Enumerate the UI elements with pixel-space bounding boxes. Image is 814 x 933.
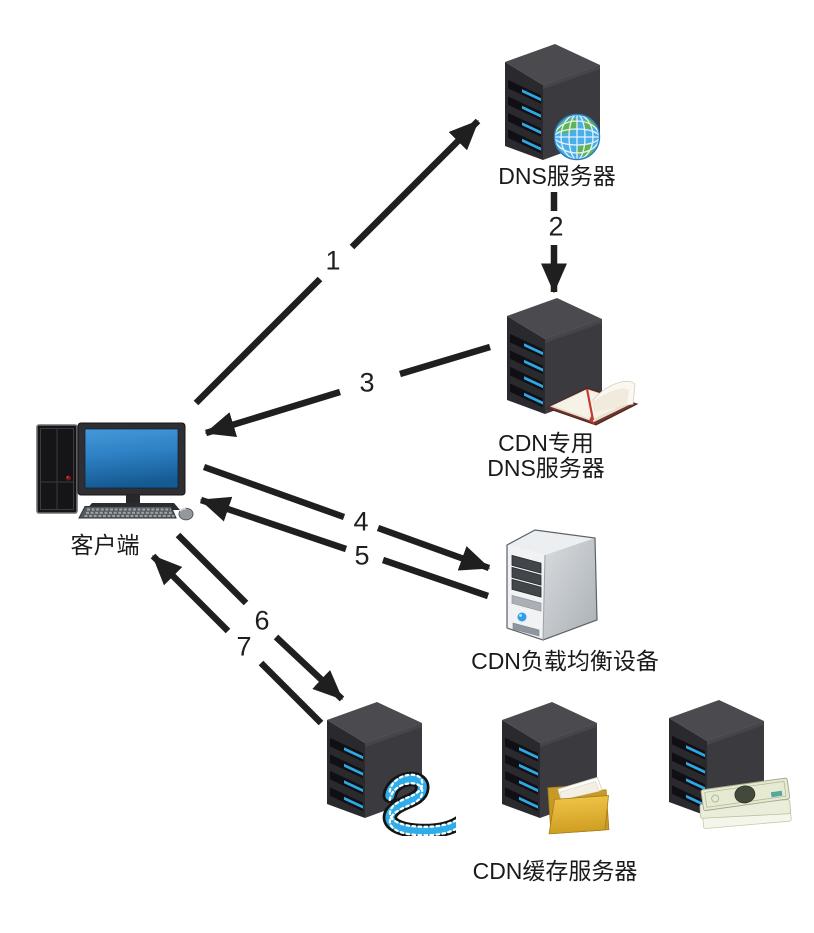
cache-server-video-icon — [327, 702, 456, 836]
load-balancer-icon — [506, 529, 598, 641]
arrow-step-4 — [202, 463, 491, 572]
arrow-step-7 — [150, 553, 324, 726]
dns-server-label: DNS服务器 — [498, 163, 616, 189]
step-label-1: 1 — [325, 245, 341, 276]
step-label-4: 4 — [353, 506, 369, 537]
cache-server-money-icon — [669, 700, 792, 829]
step-label-7: 7 — [236, 631, 252, 662]
step-label-2: 2 — [548, 211, 564, 242]
pc-monitor-icon — [77, 422, 186, 510]
arrow-step-5 — [199, 496, 490, 600]
arrow-step-1 — [193, 118, 481, 406]
cdn-dns-server-label: CDN专用 DNS服务器 — [446, 431, 646, 480]
book-icon — [545, 380, 639, 426]
money-icon — [699, 777, 792, 829]
cache-server-label: CDN缓存服务器 — [472, 858, 638, 884]
pc-keyboard-icon — [78, 506, 177, 519]
globe-icon — [553, 113, 601, 161]
cache-server-files-icon — [502, 702, 610, 835]
pc-tower-icon — [36, 424, 78, 514]
cdn-dns-server-label-line2: DNS服务器 — [487, 454, 605, 481]
cdn-dns-server-icon — [507, 298, 639, 426]
client-label: 客户端 — [70, 532, 140, 558]
cdn-dns-server-label-line1: CDN专用 — [498, 430, 594, 456]
load-balancer-label: CDN负载均衡设备 — [471, 648, 659, 674]
client-computer-icon — [36, 422, 194, 521]
arrow-step-3 — [204, 343, 491, 438]
pc-mouse-icon — [178, 507, 194, 521]
step-label-5: 5 — [354, 540, 370, 571]
step-label-3: 3 — [359, 367, 375, 398]
step-label-6: 6 — [254, 605, 270, 636]
dns-server-icon — [505, 44, 601, 161]
arrow-step-6 — [175, 532, 345, 702]
folder-icon — [547, 776, 610, 835]
film-icon — [390, 775, 456, 836]
